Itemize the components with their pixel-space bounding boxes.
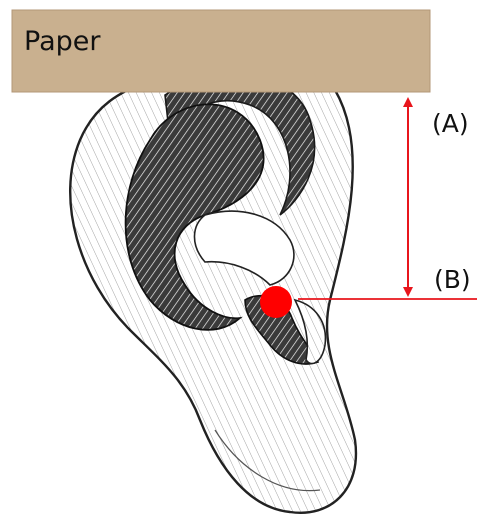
measurement-point bbox=[260, 286, 292, 318]
paper-block: Paper bbox=[12, 10, 430, 92]
label-a: (A) bbox=[432, 109, 469, 138]
paper-label: Paper bbox=[24, 26, 101, 57]
ear-illustration bbox=[70, 44, 356, 513]
label-b: (B) bbox=[434, 265, 471, 294]
